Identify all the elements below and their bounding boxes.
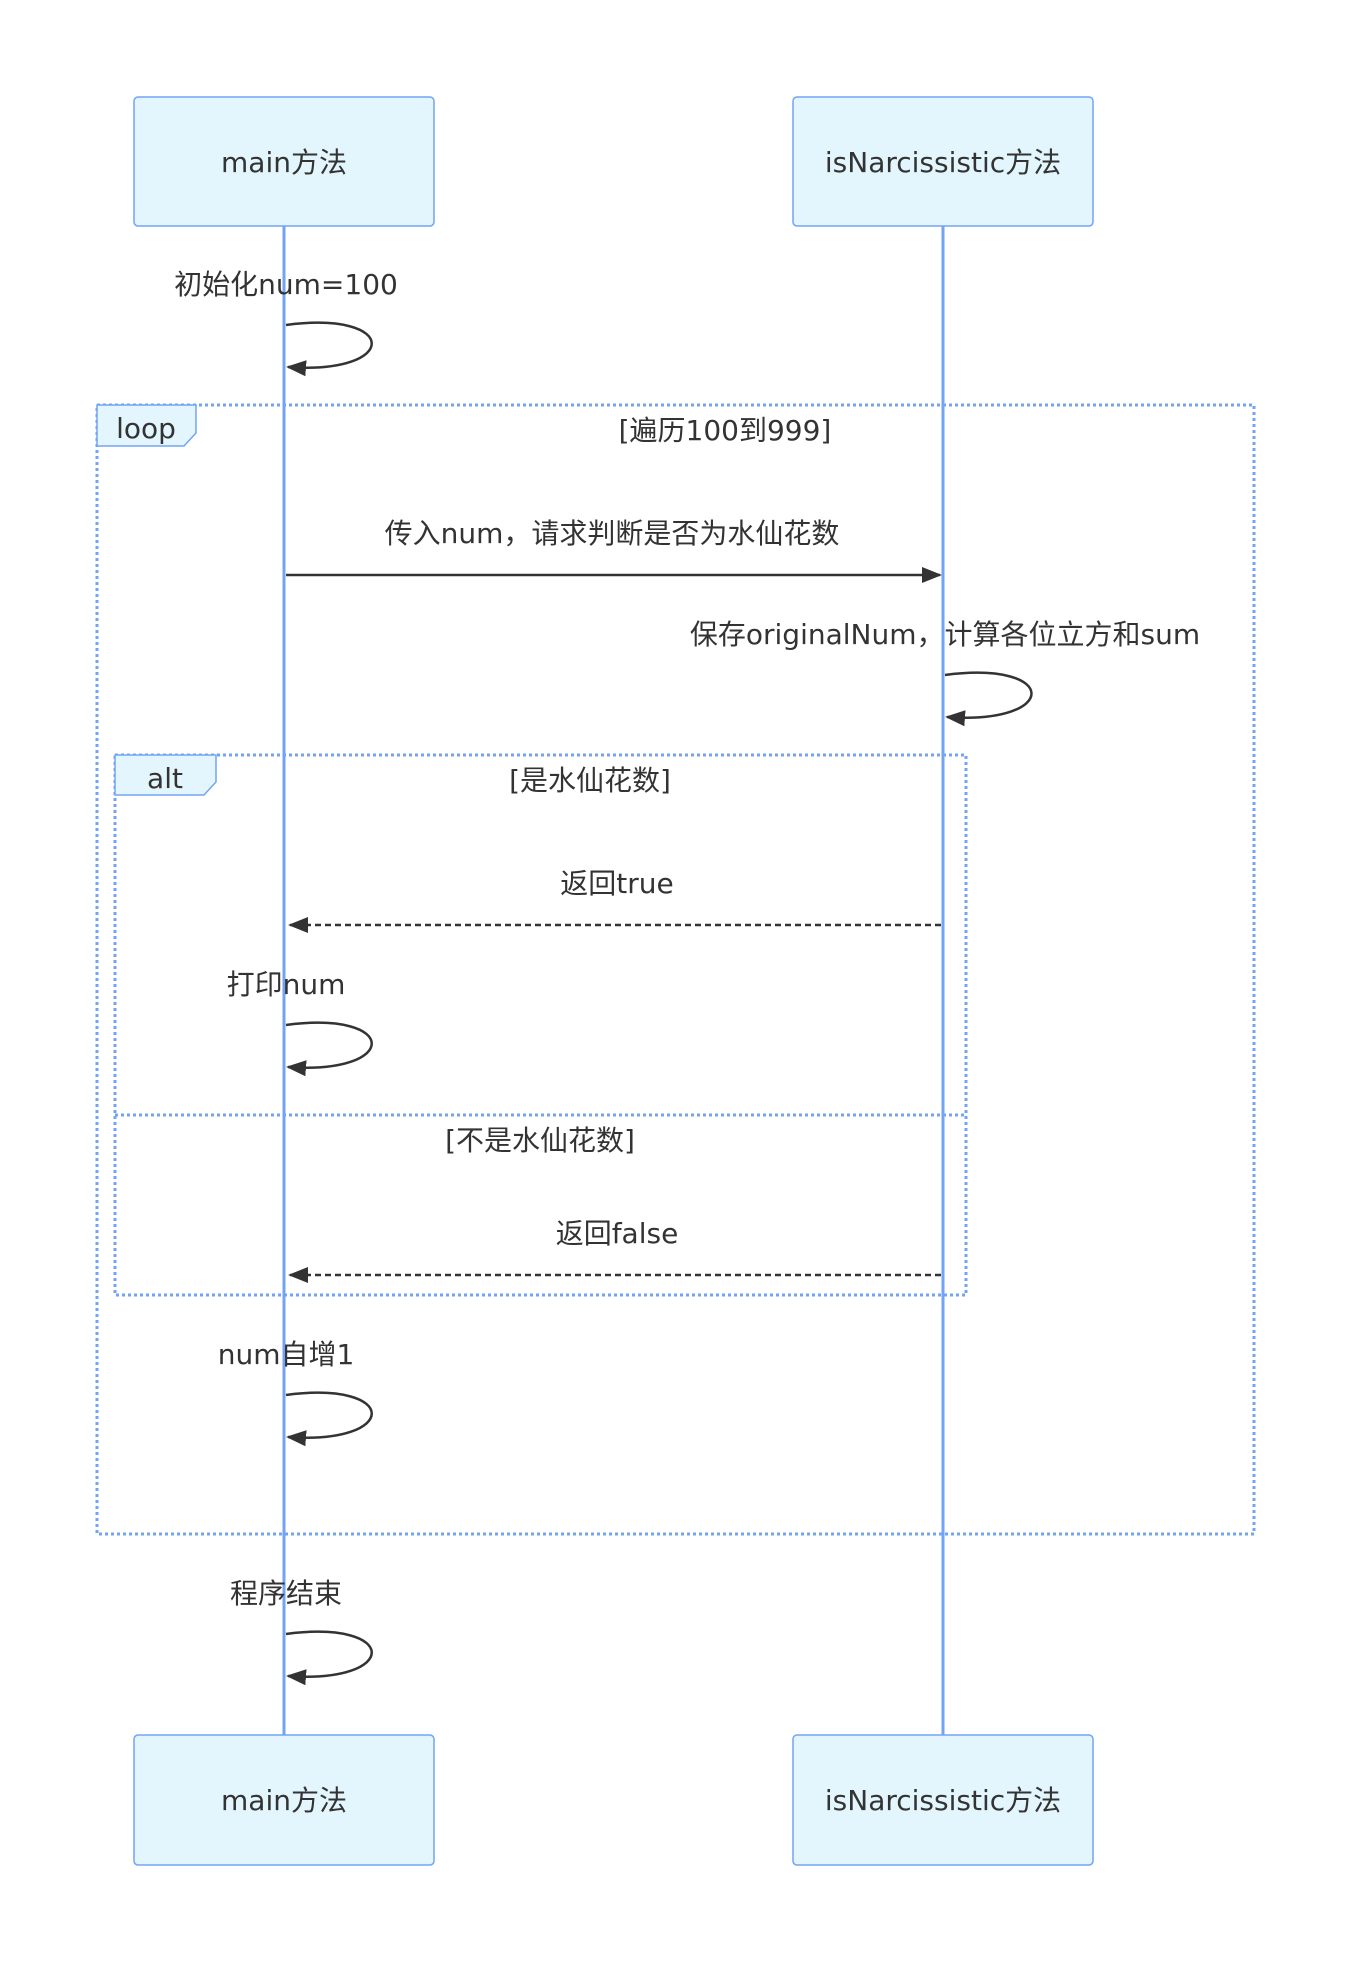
self-arrow: [285, 321, 373, 377]
actor-isnarcissistic-label: isNarcissistic方法: [825, 146, 1061, 179]
alt-condition: [是水仙花数]: [509, 764, 671, 797]
actor-isnarcissistic-label-bottom: isNarcissistic方法: [825, 1784, 1061, 1817]
message-label: 程序结束: [230, 1577, 342, 1610]
self-arrow: [285, 1630, 373, 1686]
message-label: 保存originalNum，计算各位立方和sum: [690, 618, 1200, 651]
self-message-increment: num自增1: [218, 1338, 373, 1447]
self-arrow: [285, 1391, 373, 1447]
actor-main-label-bottom: main方法: [221, 1784, 347, 1817]
message-label: 返回true: [560, 867, 673, 900]
self-arrow: [944, 671, 1033, 727]
alt-label-tab: [114, 754, 217, 796]
alt-label: alt: [147, 762, 183, 795]
self-message-end: 程序结束: [230, 1577, 373, 1686]
message-label: 初始化num=100: [174, 268, 398, 301]
self-arrow: [285, 1021, 373, 1077]
alt-frame: alt [是水仙花数] [不是水仙花数]: [113, 753, 968, 1297]
message-label: num自增1: [218, 1338, 355, 1371]
message-request: 传入num，请求判断是否为水仙花数: [286, 517, 942, 583]
self-message-init: 初始化num=100: [174, 268, 398, 377]
loop-condition: [遍历100到999]: [619, 414, 832, 447]
message-label: 传入num，请求判断是否为水仙花数: [385, 517, 840, 550]
actor-main-bottom: main方法: [133, 1734, 435, 1866]
message-label: 打印num: [227, 968, 346, 1001]
actor-isnarcissistic-bottom: isNarcissistic方法: [792, 1734, 1094, 1866]
loop-label: loop: [116, 412, 176, 445]
loop-frame: loop [遍历100到999]: [95, 403, 1256, 1536]
message-label: 返回false: [556, 1217, 679, 1250]
actor-main-top: main方法: [133, 96, 435, 227]
message-return-true: 返回true: [288, 867, 941, 933]
actor-main-label: main方法: [221, 146, 347, 179]
message-return-false: 返回false: [288, 1217, 941, 1283]
self-message-compute: 保存originalNum，计算各位立方和sum: [690, 618, 1200, 727]
actor-isnarcissistic-top: isNarcissistic方法: [792, 96, 1094, 227]
self-message-print: 打印num: [227, 968, 373, 1077]
loop-label-tab: [96, 404, 197, 447]
else-condition: [不是水仙花数]: [445, 1124, 635, 1157]
